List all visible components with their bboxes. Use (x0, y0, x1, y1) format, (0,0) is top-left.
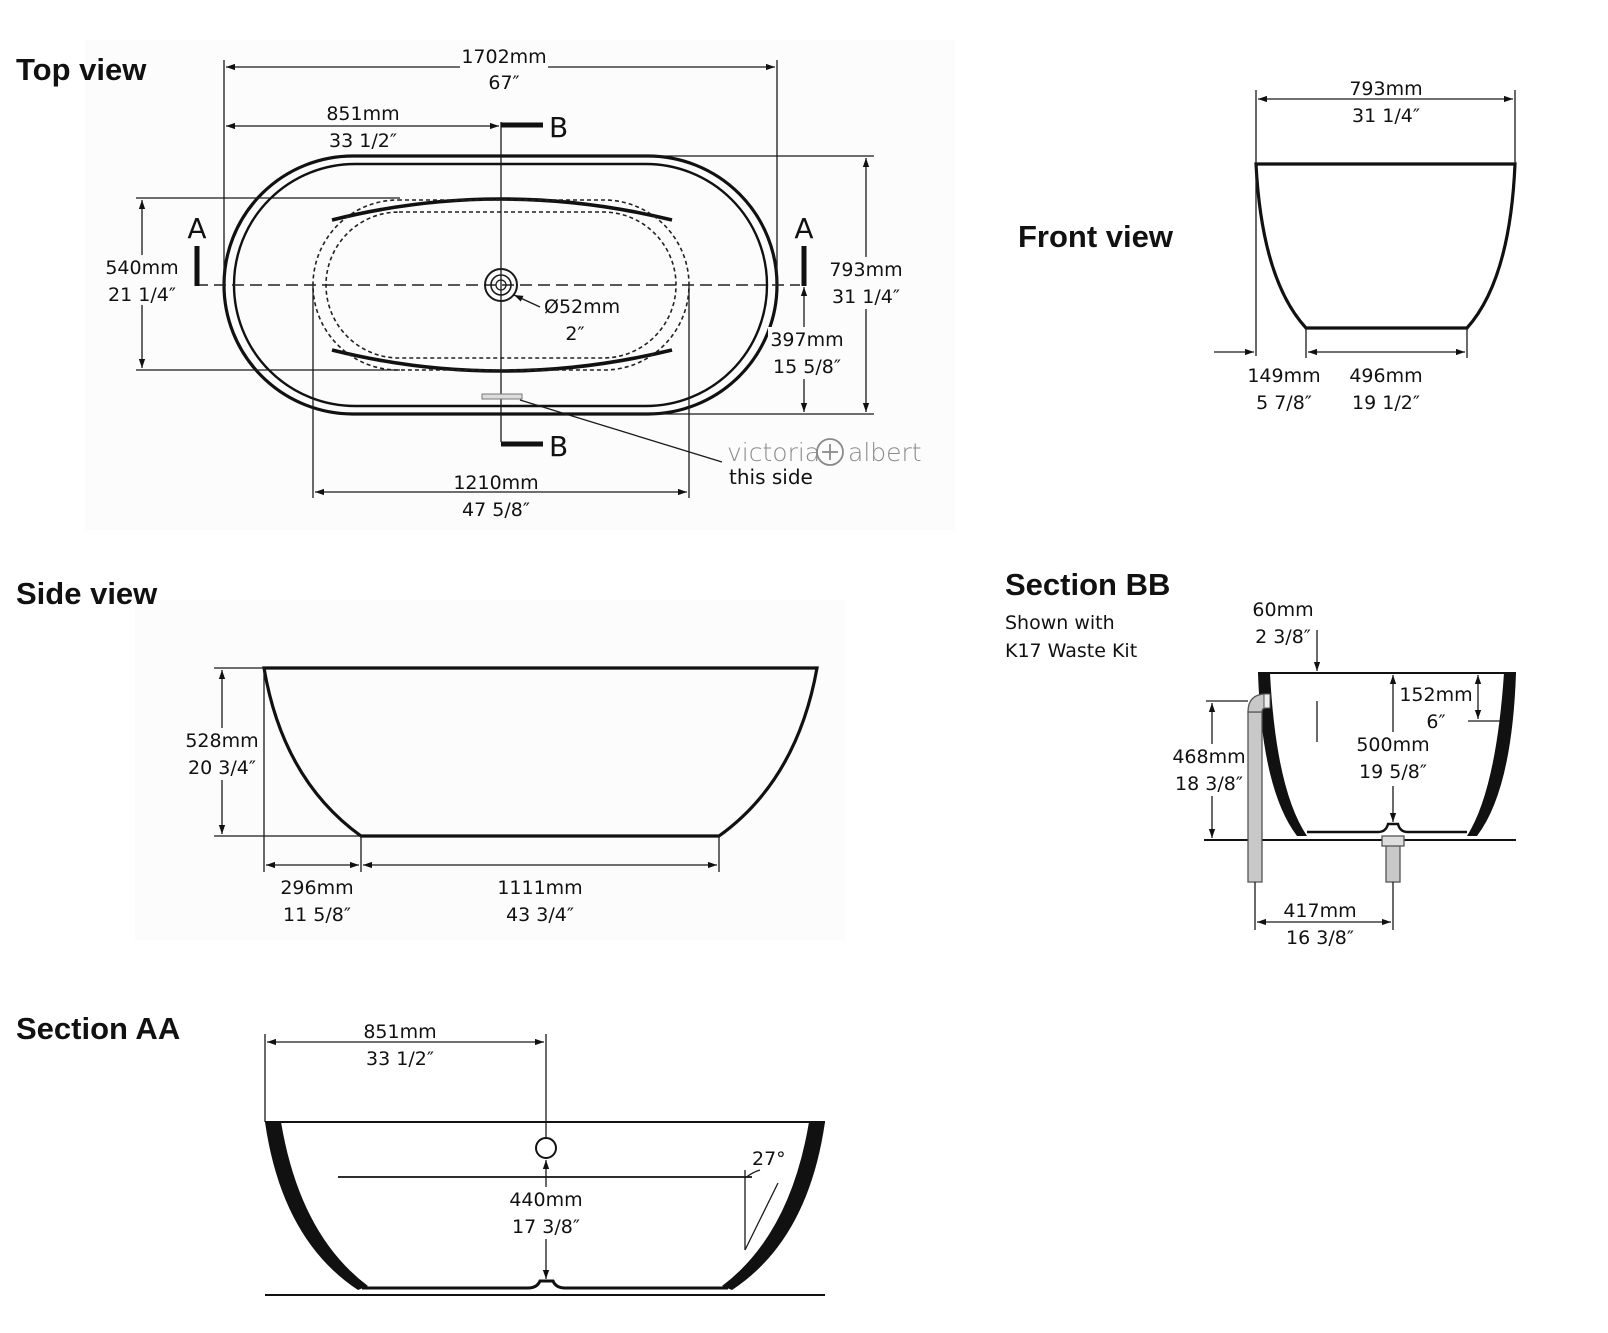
bb-overflow-mm: 152mm (1399, 684, 1472, 706)
brand-plate (481, 393, 523, 400)
bb-rim-mm: 60mm (1252, 599, 1313, 621)
section-aa: Section AA 851mm 33 1/2″ 440mm 17 3/8″ 2… (16, 1011, 825, 1296)
front-width-mm: 793mm (1349, 78, 1422, 100)
bb-pipe-in: 18 3/8″ (1175, 773, 1243, 795)
section-bb: Section BB Shown with K17 Waste Kit 60mm… (1005, 567, 1516, 949)
front-view: Front view 793mm 31 1/4″ 149mm 5 7/8″ 49… (1018, 78, 1517, 414)
side-height-in: 20 3/4″ (188, 757, 256, 779)
bb-overflow-in: 6″ (1426, 711, 1445, 733)
brand-plus-icon (816, 438, 844, 466)
brand-name-right: albert (848, 438, 922, 467)
aa-angle-arc (744, 1169, 761, 1179)
section-a-label-right: A (794, 212, 813, 245)
half-length-mm: 851mm (326, 103, 399, 125)
aa-angle: 27° (752, 1148, 786, 1170)
inner-width-in: 21 1/4″ (108, 284, 176, 306)
waste-outlet-inner (490, 274, 512, 296)
front-width-in: 31 1/4″ (1352, 105, 1420, 127)
brand-name-left: victoria (727, 438, 820, 467)
offset-mm: 397mm (770, 329, 843, 351)
overflow-elbow (1247, 693, 1267, 713)
section-aa-wall-right (722, 1122, 825, 1290)
waste-leader (513, 294, 541, 308)
front-side-in: 5 7/8″ (1256, 392, 1312, 414)
inner-width-mm: 540mm (105, 257, 178, 279)
brand-leader (519, 399, 723, 463)
side-height-mm: 528mm (185, 730, 258, 752)
overflow-fitting (1263, 693, 1271, 709)
section-aa-title: Section AA (16, 1011, 180, 1046)
aa-water-mm: 440mm (509, 1189, 582, 1211)
section-bb-subtitle-1: Shown with (1005, 612, 1115, 634)
front-base-in: 19 1/2″ (1352, 392, 1420, 414)
waste-outlet-core (495, 279, 507, 291)
side-base-mm: 1111mm (497, 877, 582, 899)
section-bb-subtitle-2: K17 Waste Kit (1005, 640, 1137, 662)
front-side-mm: 149mm (1247, 365, 1320, 387)
overflow-icon (535, 1137, 557, 1159)
offset-in: 15 5/8″ (773, 356, 841, 378)
overflow-pipe (1247, 711, 1263, 883)
base-length-in: 47 5/8″ (462, 499, 530, 521)
side-slope-mm: 296mm (280, 877, 353, 899)
aa-angle-slope (744, 1182, 779, 1251)
side-slope-in: 11 5/8″ (283, 904, 351, 926)
brand-this-side: this side (729, 465, 813, 489)
aa-half-in: 33 1/2″ (366, 1048, 434, 1070)
section-bb-wall-right (1467, 673, 1516, 836)
section-bb-title: Section BB (1005, 567, 1170, 602)
front-view-title: Front view (1018, 219, 1174, 254)
waste-fitting (1381, 835, 1405, 847)
side-view: Side view 528mm 20 3/4″ 296mm 11 5/8″ 11… (16, 576, 819, 926)
side-view-title: Side view (16, 576, 158, 611)
half-length-in: 33 1/2″ (329, 130, 397, 152)
aa-half-mm: 851mm (363, 1021, 436, 1043)
bb-pipe-mm: 468mm (1172, 746, 1245, 768)
section-bb-wall-left (1258, 673, 1307, 836)
side-base-in: 43 3/4″ (506, 904, 574, 926)
width-in: 31 1/4″ (832, 286, 900, 308)
top-view: Top view Ø52mm 2″ A A B B 170 (16, 46, 922, 521)
section-a-label-left: A (187, 212, 206, 245)
width-mm: 793mm (829, 259, 902, 281)
bb-spacing-mm: 417mm (1283, 900, 1356, 922)
bb-spacing-in: 16 3/8″ (1286, 927, 1354, 949)
bb-depth-mm: 500mm (1356, 734, 1429, 756)
bb-rim-in: 2 3/8″ (1255, 626, 1311, 648)
section-b-label-top: B (549, 111, 568, 144)
length-in: 67″ (488, 72, 519, 94)
top-view-title: Top view (16, 52, 147, 87)
waste-dia-mm: Ø52mm (544, 296, 620, 318)
section-aa-wall-left (265, 1122, 368, 1290)
bb-depth-in: 19 5/8″ (1359, 761, 1427, 783)
section-aa-floor (362, 1279, 728, 1290)
front-base-mm: 496mm (1349, 365, 1422, 387)
length-mm: 1702mm (461, 46, 546, 68)
section-bb-floor (1307, 822, 1467, 834)
aa-water-in: 17 3/8″ (512, 1216, 580, 1238)
base-length-mm: 1210mm (453, 472, 538, 494)
front-tub-outline (1254, 162, 1517, 330)
waste-dia-in: 2″ (565, 323, 584, 345)
section-b-label-bottom: B (549, 430, 568, 463)
waste-outlet-icon (484, 268, 518, 302)
